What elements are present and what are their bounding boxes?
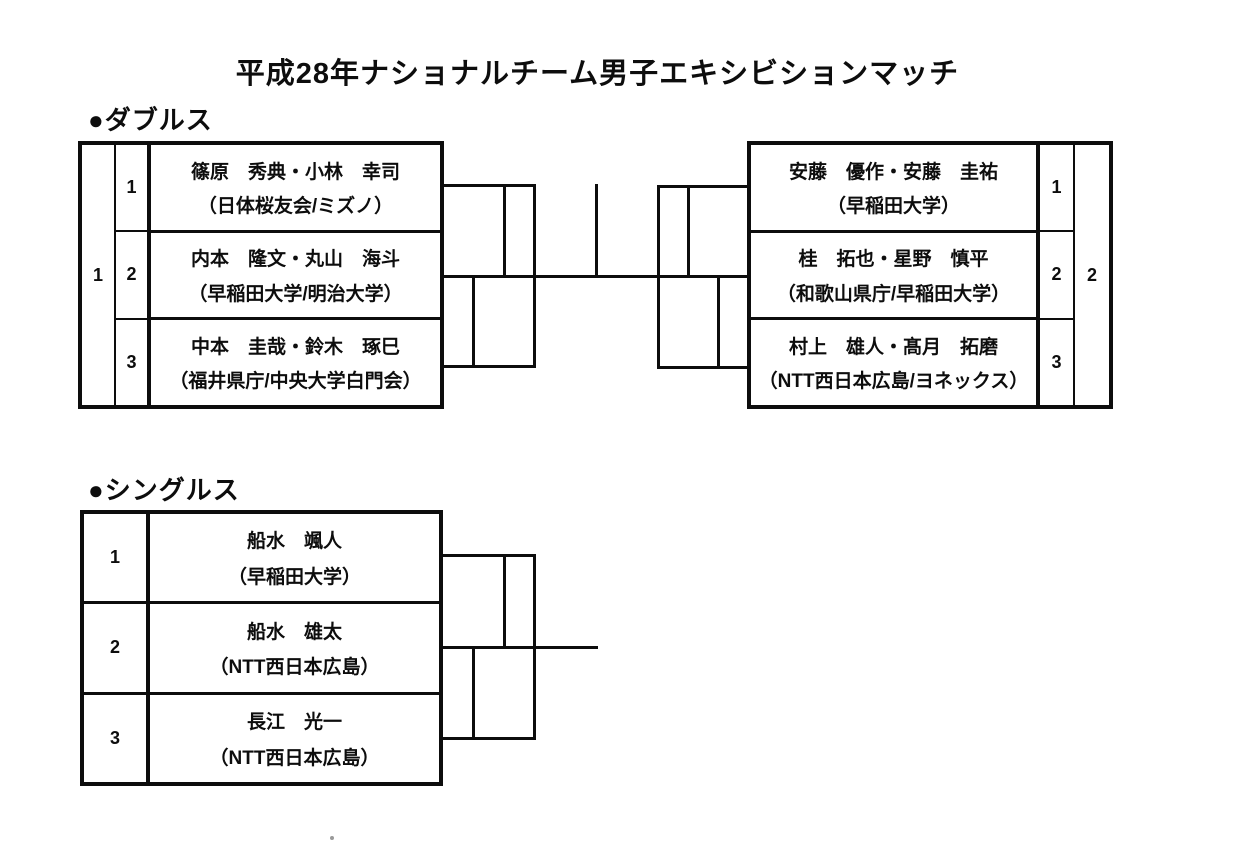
bracket-line-doubles-left-row1: [443, 184, 536, 187]
bracket-line-doubles-right-outer: [657, 185, 660, 369]
doubles-section-header: ●ダブルス: [88, 105, 213, 135]
doubles-entry: 中本 圭哉・鈴木 琢巳 （福井県庁/中央大学白門会）: [151, 320, 440, 405]
doubles-right-name-column: 安藤 優作・安藤 圭祐 （早稲田大学） 桂 拓也・星野 慎平 （和歌山県庁/早稲…: [751, 145, 1040, 405]
singles-entry: 船水 颯人 （早稲田大学）: [150, 514, 439, 605]
pair-names: 中本 圭哉・鈴木 琢巳: [190, 336, 400, 358]
pair-affiliation: （NTT西日本広島/ヨネックス）: [758, 371, 1029, 393]
pair-affiliation: （和歌山県庁/早稲田大学）: [776, 283, 1011, 305]
doubles-left-name-column: 篠原 秀典・小林 幸司 （日体桜友会/ミズノ） 内本 隆文・丸山 海斗 （早稲田…: [151, 145, 440, 405]
doubles-left-group-seed: 1: [92, 264, 103, 285]
bracket-line-doubles-right-lower-inner: [717, 275, 720, 369]
doubles-right-group-seed-cell: 2: [1075, 145, 1109, 405]
bracket-line-doubles-right-row3: [657, 366, 748, 369]
singles-entry: 船水 雄太 （NTT西日本広島）: [150, 604, 439, 695]
bracket-line-singles-lower-inner: [472, 646, 475, 740]
player-name: 船水 颯人: [246, 531, 342, 553]
seed-number: 3: [109, 727, 120, 748]
pair-affiliation: （早稲田大学/明治大学）: [188, 283, 403, 305]
pair-affiliation: （早稲田大学）: [826, 196, 960, 218]
bracket-line-doubles-left-row3: [443, 365, 536, 368]
player-name: 船水 雄太: [246, 621, 342, 643]
pair-affiliation: （福井県庁/中央大学白門会）: [169, 371, 422, 393]
singles-number-column: 1 2 3: [84, 514, 150, 782]
player-affiliation: （NTT西日本広島）: [209, 657, 380, 679]
seed-number: 2: [84, 604, 146, 695]
seed-number: 2: [116, 232, 147, 320]
bracket-line-doubles-right-row1: [657, 185, 748, 188]
singles-table: 1 2 3 船水 颯人 （早稲田大学） 船水 雄太 （NTT西日本広島） 長江 …: [80, 510, 443, 786]
pair-names: 篠原 秀典・小林 幸司: [190, 161, 400, 183]
singles-entry: 長江 光一 （NTT西日本広島）: [150, 695, 439, 782]
doubles-entry: 安藤 優作・安藤 圭祐 （早稲田大学）: [751, 145, 1036, 233]
doubles-left-seed-column: 1 2 3: [116, 145, 151, 405]
pair-affiliation: （日体桜友会/ミズノ）: [197, 196, 394, 218]
seed-number: 3: [1051, 351, 1062, 372]
player-name: 長江 光一: [246, 712, 342, 734]
page-title: 平成28年ナショナルチーム男子エキシビションマッチ: [235, 58, 960, 90]
bracket-line-doubles-left-lower-inner: [472, 275, 475, 368]
doubles-right-group-seed: 2: [1086, 264, 1097, 285]
doubles-entry: 村上 雄人・髙月 拓磨 （NTT西日本広島/ヨネックス）: [751, 320, 1036, 405]
doubles-entry: 内本 隆文・丸山 海斗 （早稲田大学/明治大学）: [151, 233, 440, 321]
doubles-left-group-seed-cell: 1: [82, 145, 116, 405]
bracket-line-doubles-right-upper-inner: [687, 185, 690, 277]
bracket-line-singles-main: [443, 646, 598, 649]
singles-section-header: ●シングルス: [88, 475, 240, 505]
scan-artifact-dot: [330, 836, 334, 840]
seed-number: 1: [116, 145, 147, 233]
seed-number: 3: [126, 351, 137, 372]
pair-names: 桂 拓也・星野 慎平: [798, 249, 989, 271]
bracket-line-doubles-winner: [595, 184, 598, 277]
player-affiliation: （早稲田大学）: [227, 566, 361, 588]
pair-names: 内本 隆文・丸山 海斗: [190, 249, 400, 271]
bracket-line-singles-row1: [443, 554, 536, 557]
seed-number: 2: [1040, 232, 1073, 320]
seed-number: 1: [84, 514, 146, 605]
pair-names: 村上 雄人・髙月 拓磨: [788, 336, 998, 358]
doubles-entry: 桂 拓也・星野 慎平 （和歌山県庁/早稲田大学）: [751, 233, 1036, 321]
doubles-right-table: 安藤 優作・安藤 圭祐 （早稲田大学） 桂 拓也・星野 慎平 （和歌山県庁/早稲…: [747, 141, 1113, 409]
doubles-right-seed-column: 1 2 3: [1040, 145, 1075, 405]
doubles-left-table: 1 1 2 3 篠原 秀典・小林 幸司 （日体桜友会/ミズノ） 内本 隆文・丸山…: [78, 141, 444, 409]
bracket-line-singles-upper-inner: [503, 554, 506, 648]
pair-names: 安藤 優作・安藤 圭祐: [788, 161, 998, 183]
bracket-line-doubles-left-upper-inner: [503, 184, 506, 277]
doubles-entry: 篠原 秀典・小林 幸司 （日体桜友会/ミズノ）: [151, 145, 440, 233]
bracket-line-singles-row3: [443, 737, 536, 740]
player-affiliation: （NTT西日本広島）: [209, 747, 380, 769]
singles-name-column: 船水 颯人 （早稲田大学） 船水 雄太 （NTT西日本広島） 長江 光一 （NT…: [150, 514, 439, 782]
seed-number: 1: [1040, 145, 1073, 233]
